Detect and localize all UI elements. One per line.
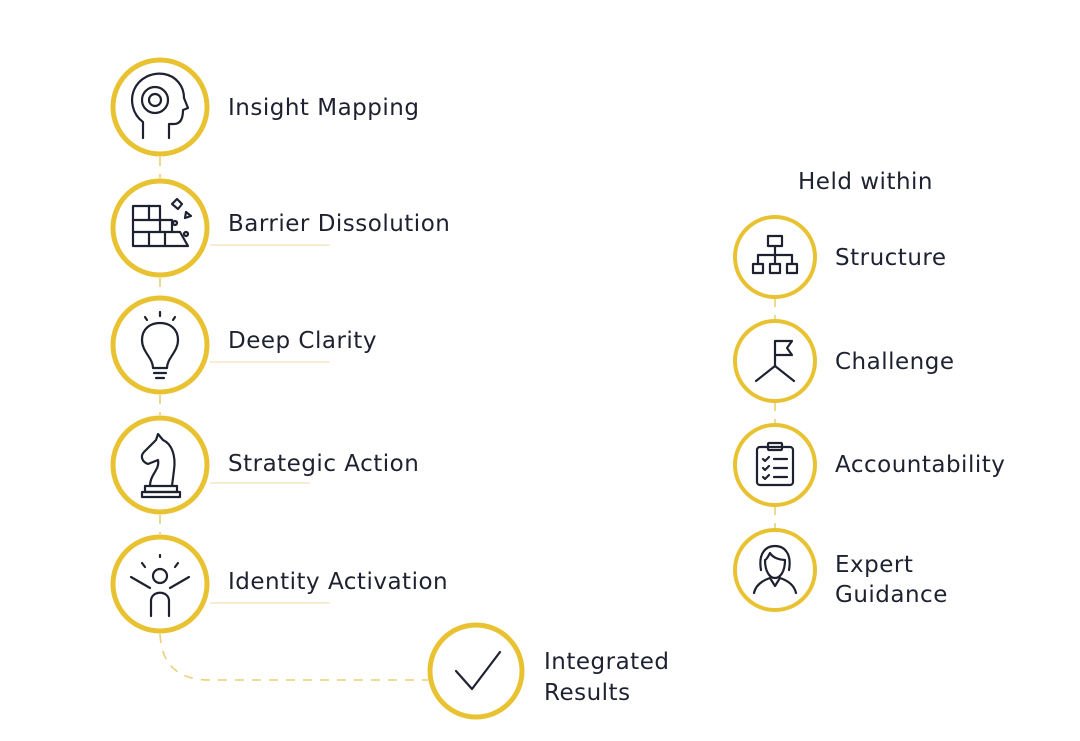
checkmark-icon bbox=[454, 650, 502, 691]
lightbulb-icon bbox=[140, 310, 180, 380]
connector-lines bbox=[159, 157, 776, 681]
head-target-icon bbox=[131, 72, 190, 140]
step-insight-mapping: Insight Mapping bbox=[110, 57, 419, 157]
step-label: Identity Activation bbox=[228, 569, 448, 595]
step-label: Strategic Action bbox=[228, 451, 419, 477]
step-label: Insight Mapping bbox=[228, 95, 419, 121]
org-chart-icon bbox=[751, 234, 799, 275]
support-label: Structure bbox=[835, 245, 947, 271]
step-deep-clarity: Deep Clarity bbox=[110, 295, 377, 395]
chess-knight-icon bbox=[140, 432, 182, 499]
support-label-line1: Expert bbox=[835, 552, 913, 578]
support-label-line2: Guidance bbox=[835, 582, 948, 608]
support-heading: Held within bbox=[798, 169, 933, 195]
support-label: Accountability bbox=[835, 452, 1005, 478]
person-arms-raised-icon bbox=[129, 553, 191, 618]
support-structure: Structure bbox=[733, 215, 947, 299]
support-challenge: Challenge bbox=[733, 319, 955, 403]
result-label-line2: Results bbox=[544, 680, 631, 706]
person-guide-icon bbox=[752, 544, 798, 595]
step-strategic-action: Strategic Action bbox=[110, 415, 419, 515]
step-identity-activation: Identity Activation bbox=[110, 534, 448, 634]
integrated-results: Integrated Results bbox=[427, 622, 669, 720]
result-label-line1: Integrated bbox=[544, 649, 669, 675]
step-barrier-dissolution: Barrier Dissolution bbox=[110, 178, 450, 278]
support-accountability: Accountability bbox=[733, 423, 1005, 507]
support-expert-guidance: Expert Guidance bbox=[733, 528, 948, 612]
step-label: Barrier Dissolution bbox=[228, 211, 450, 237]
clipboard-checklist-icon bbox=[755, 441, 795, 487]
support-label: Challenge bbox=[835, 349, 955, 375]
step-label: Deep Clarity bbox=[228, 328, 377, 354]
flag-summit-icon bbox=[754, 339, 796, 383]
crumbling-wall-icon bbox=[131, 197, 193, 248]
